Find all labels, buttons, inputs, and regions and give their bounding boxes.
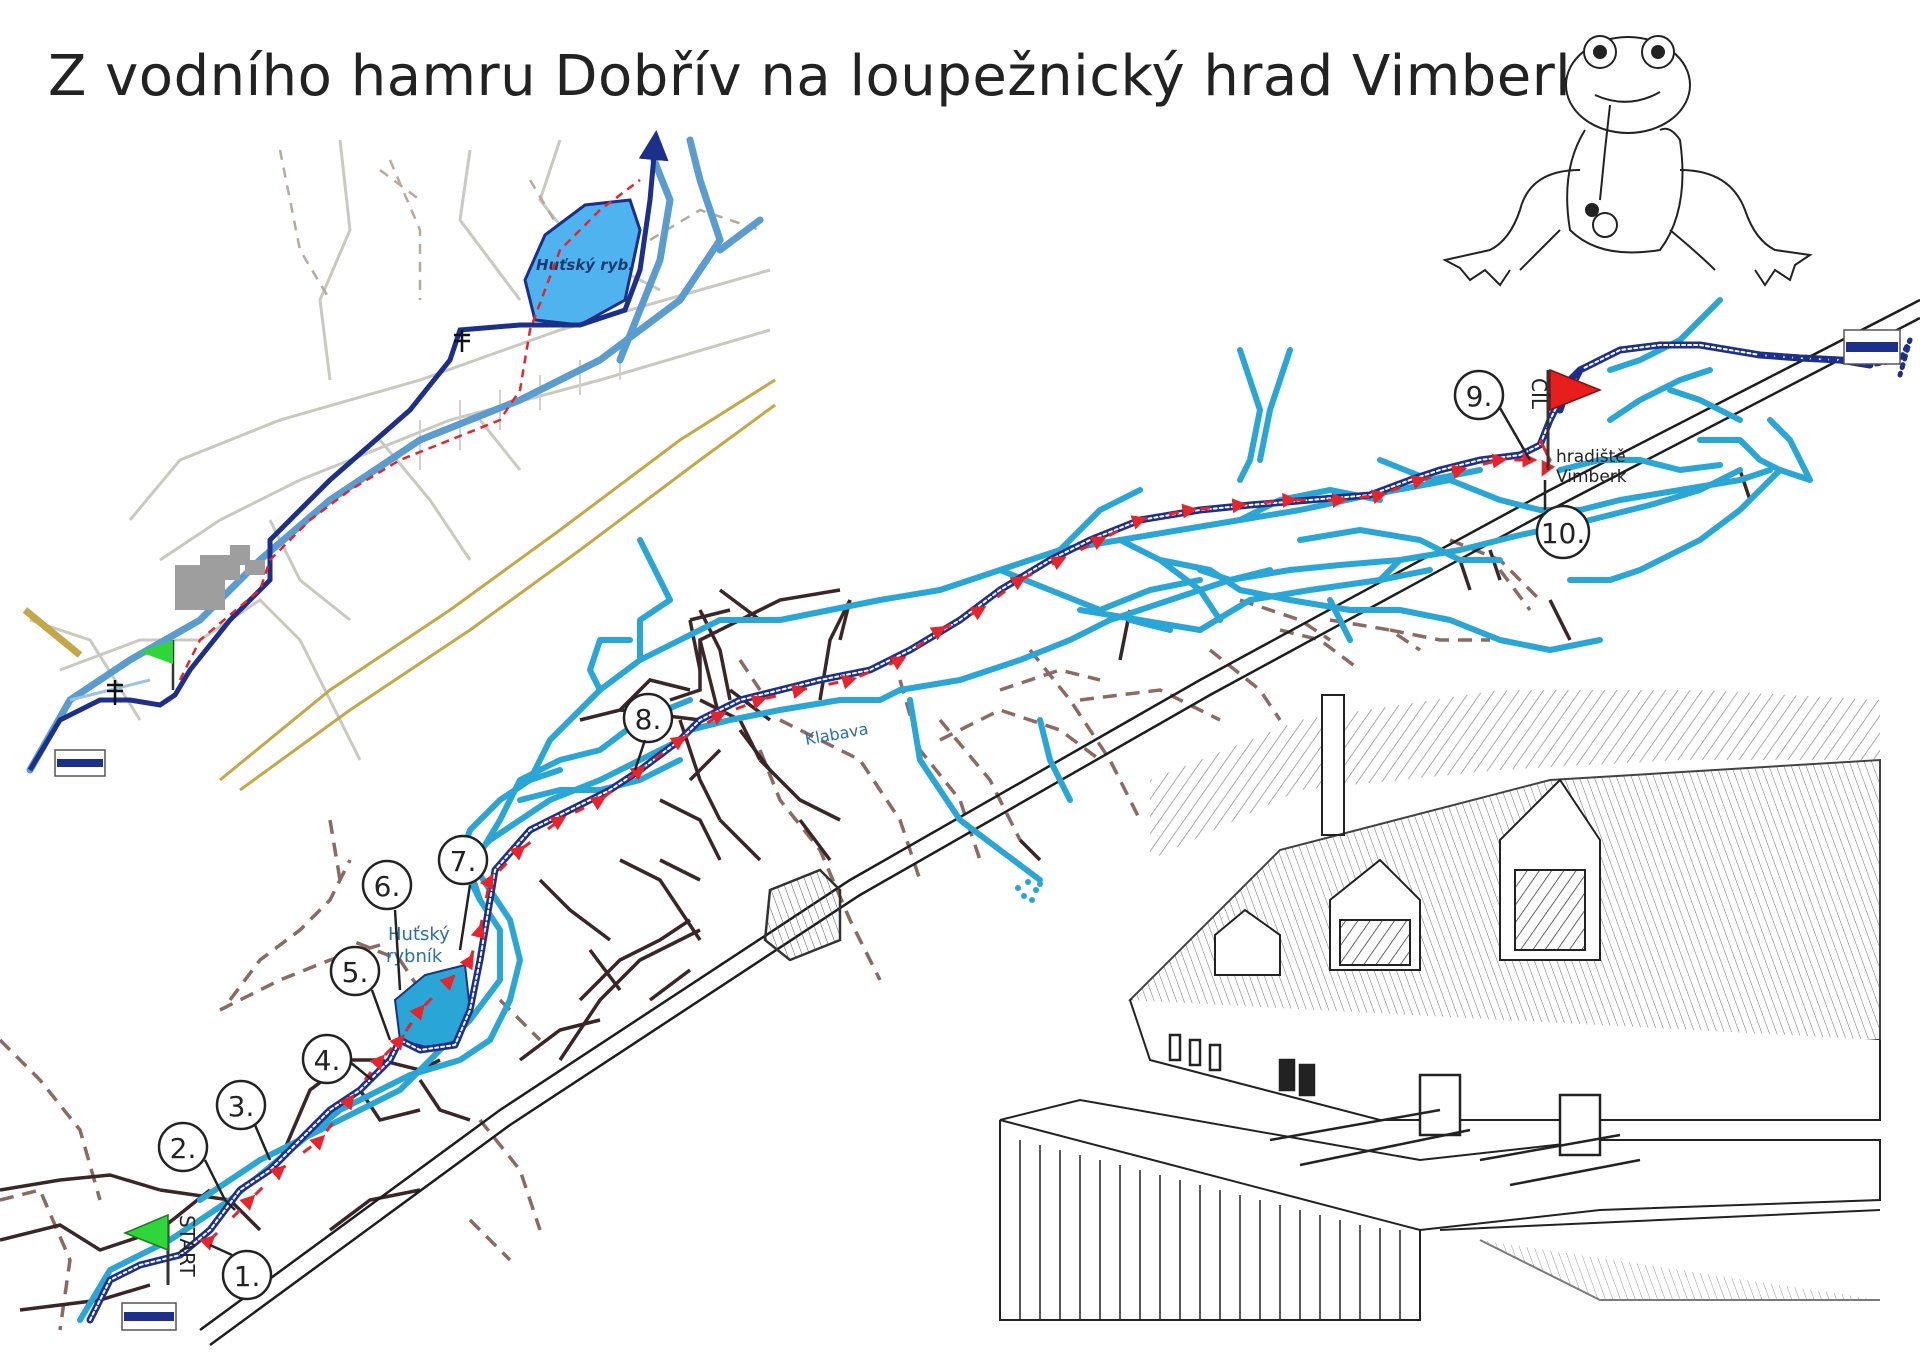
stop-10[interactable]: 10. bbox=[1535, 480, 1591, 560]
green-start-flag-icon bbox=[123, 1213, 170, 1285]
stop-2-label: 2. bbox=[170, 1132, 197, 1165]
frog-mascot-icon bbox=[1442, 35, 1813, 287]
signpost-icon bbox=[454, 330, 470, 352]
stop-9[interactable]: 9. bbox=[1453, 369, 1532, 461]
signpost-icon bbox=[107, 680, 123, 705]
stop-4-label: 4. bbox=[314, 1044, 341, 1077]
inset-pond bbox=[523, 198, 642, 327]
river-label: Klabava bbox=[803, 719, 869, 749]
stop-9-label: 9. bbox=[1466, 380, 1493, 413]
map-title: Z vodního hamru Dobřív na loupežnický hr… bbox=[48, 44, 1589, 109]
stop-3[interactable]: 3. bbox=[215, 1079, 272, 1161]
stop-10-label: 10. bbox=[1541, 517, 1586, 550]
hillfort-label-line1: hradiště bbox=[1556, 447, 1626, 467]
stop-1[interactable]: 1. bbox=[209, 1243, 273, 1301]
blue-trail-marker-icon bbox=[121, 1302, 177, 1331]
stop-7-label: 7. bbox=[450, 845, 477, 878]
red-finish-flag-icon bbox=[1546, 368, 1603, 470]
pond-label-line1: Huťský bbox=[388, 924, 450, 945]
stop-5-label: 5. bbox=[342, 956, 369, 989]
stop-8-label: 8. bbox=[635, 703, 662, 736]
stop-1-label: 1. bbox=[234, 1260, 261, 1293]
stop-7[interactable]: 7. bbox=[437, 834, 489, 951]
stop-8[interactable]: 8. bbox=[622, 692, 674, 771]
spring-marsh-icon bbox=[1015, 879, 1043, 903]
green-start-flag-icon bbox=[140, 640, 175, 690]
stop-5[interactable]: 5. bbox=[329, 945, 392, 1041]
blue-trail-marker-icon bbox=[54, 749, 106, 777]
inset-map: Huťský ryb. bbox=[20, 130, 780, 798]
pond-label-line2: rybník bbox=[386, 946, 443, 967]
inset-pond-label: Huťský ryb. bbox=[536, 256, 634, 274]
stop-2[interactable]: 2. bbox=[157, 1121, 236, 1211]
stop-3-label: 3. bbox=[228, 1090, 255, 1123]
finish-label: CÍL bbox=[1527, 378, 1551, 410]
stop-4[interactable]: 4. bbox=[301, 1033, 373, 1085]
start-label: START bbox=[175, 1215, 199, 1277]
stop-6-label: 6. bbox=[374, 870, 401, 903]
hillfort-label-line2: Vimberk bbox=[1556, 467, 1627, 487]
hammer-mill-illustration bbox=[999, 690, 1881, 1321]
stop-markers: 1. 2. 3. 4. 5. 6. 7. bbox=[157, 369, 1591, 1301]
stop-6[interactable]: 6. bbox=[361, 859, 413, 991]
blue-trail-marker-icon bbox=[1843, 329, 1901, 365]
main-map: START CÍL Klabava Huťský rybník hradiště… bbox=[0, 297, 1920, 1347]
